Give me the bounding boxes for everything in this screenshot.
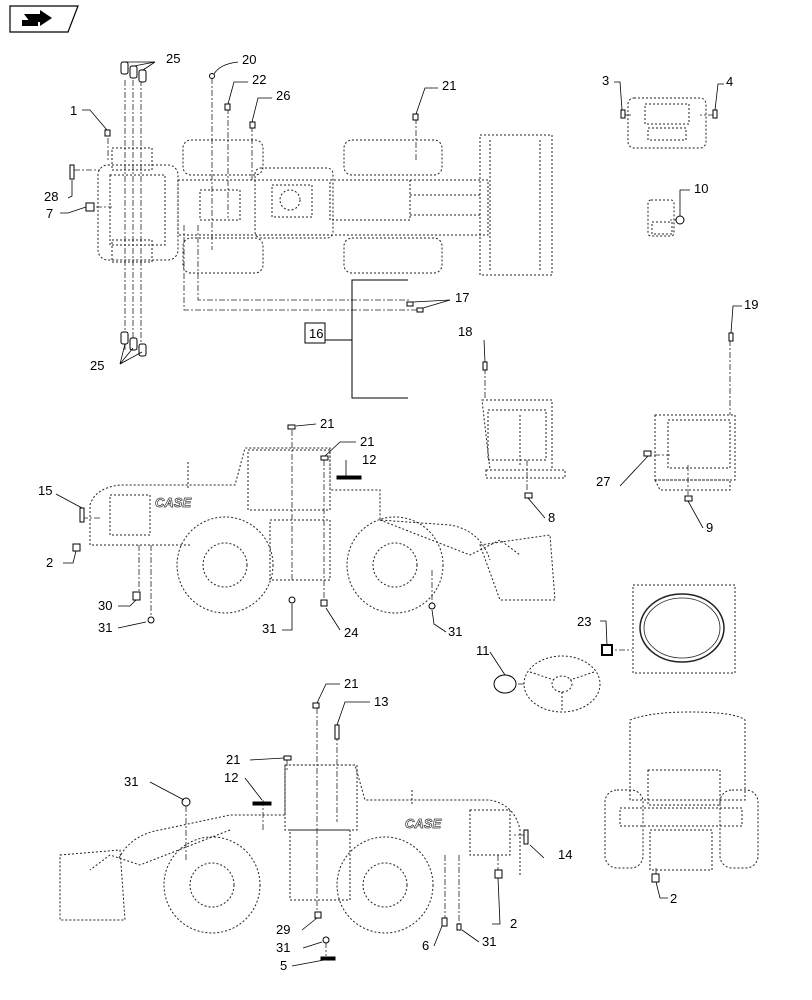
next-page-nav[interactable] [9,5,79,33]
leader-lines [74,78,731,956]
callout-21: 21 [344,676,358,691]
callout-23: 23 [577,614,591,629]
component-10-sketch [647,199,675,237]
callout-8: 8 [548,510,555,525]
callout-21: 21 [320,416,334,431]
callout-31: 31 [124,774,138,789]
cab-view-left [481,399,566,479]
callout-31: 31 [482,934,496,949]
callout-30: 30 [98,598,112,613]
callout-21: 21 [360,434,374,449]
callout-21: 21 [442,78,456,93]
callout-2: 2 [46,555,53,570]
bracket-16 [325,279,408,399]
top-view-machine [97,134,553,276]
callout-9: 9 [706,520,713,535]
callout-22: 22 [252,72,266,87]
case-logo: CASE [405,816,441,831]
callout-6: 6 [422,938,429,953]
callout-12: 12 [224,770,238,785]
front-view-mini [627,97,707,149]
arrow-right-icon [22,10,52,26]
callout-15: 15 [38,483,52,498]
callout-10: 10 [694,181,708,196]
callout-24: 24 [344,625,358,640]
case-logo: CASE [155,495,191,510]
decal-ring [632,584,736,674]
callout-5: 5 [280,958,287,973]
callout-21: 21 [226,752,240,767]
callout-18: 18 [458,324,472,339]
callout-13: 13 [374,694,388,709]
callout-11: 11 [476,643,490,658]
steering-wheel [523,655,601,713]
callout-14: 14 [558,847,572,862]
callout-27: 27 [596,474,610,489]
callout-16-box [304,322,326,344]
callout-7: 7 [46,206,53,221]
callout-31: 31 [262,621,276,636]
side-view-left [89,447,556,614]
callout-31: 31 [276,940,290,955]
callout-2: 2 [510,916,517,931]
callout-labels: 25 25 20 22 26 21 1 28 7 3 4 10 17 16 18… [38,51,758,973]
callout-leaders [55,61,742,967]
callout-28: 28 [44,189,58,204]
callout-16: 16 [309,326,323,341]
callout-12: 12 [362,452,376,467]
callout-31: 31 [98,620,112,635]
callout-19: 19 [744,297,758,312]
callout-17: 17 [455,290,469,305]
callout-29: 29 [276,922,290,937]
callout-2: 2 [670,891,677,906]
decal-markers [69,61,734,961]
callout-4: 4 [726,74,733,89]
callout-25: 25 [90,358,104,373]
rear-view [604,711,759,871]
callout-26: 26 [276,88,290,103]
callout-31: 31 [448,624,462,639]
callout-3: 3 [602,73,609,88]
cab-view-right [654,414,736,491]
callout-25: 25 [166,51,180,66]
side-view-right [59,764,521,934]
callout-1: 1 [70,103,77,118]
callout-20: 20 [242,52,256,67]
